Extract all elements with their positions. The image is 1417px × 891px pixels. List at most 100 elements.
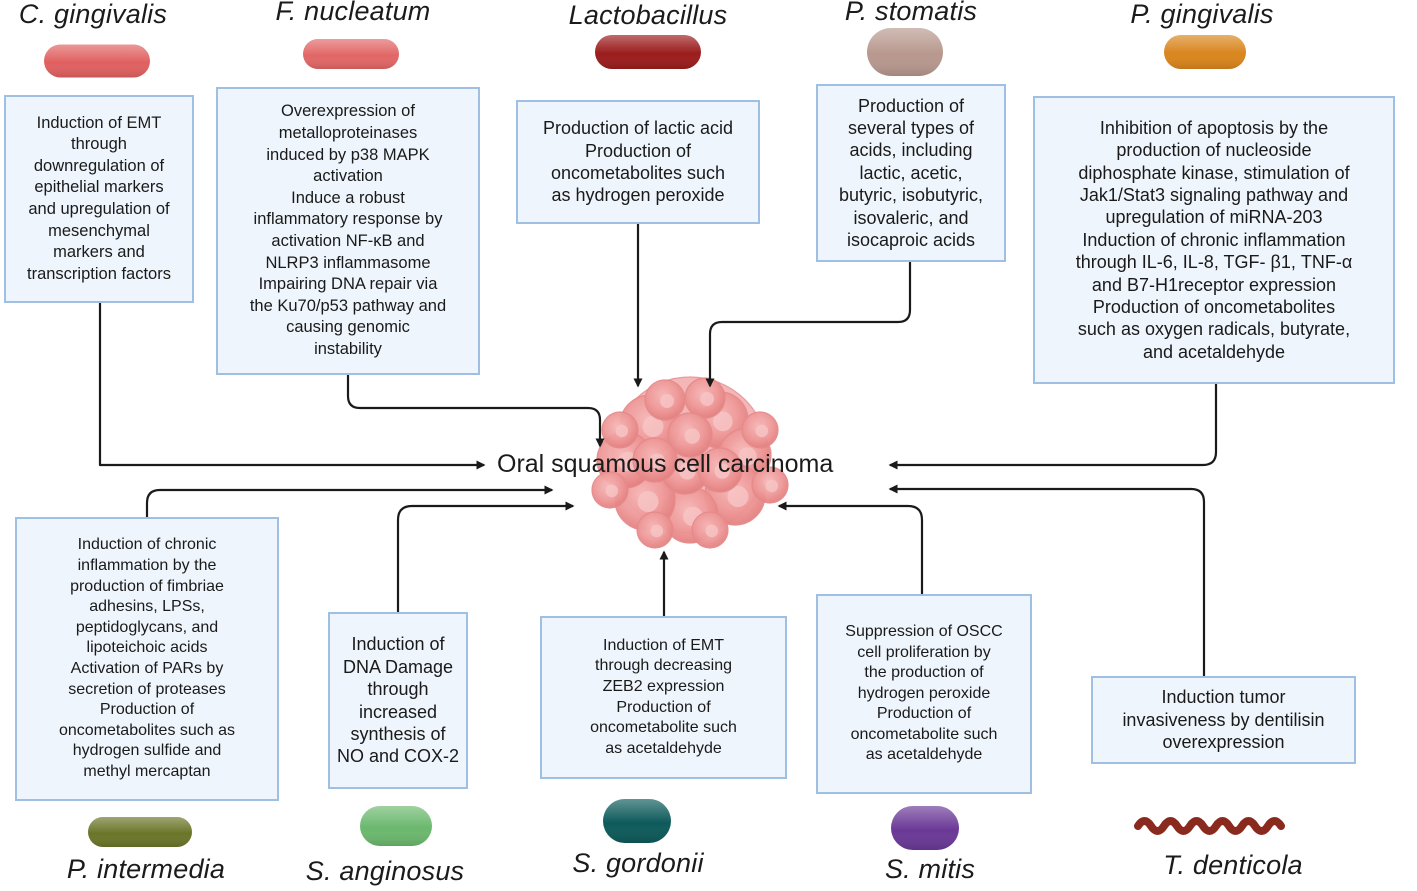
mechanism-box-p-intermedia: Induction of chronic inflammation by the p… xyxy=(15,517,279,801)
spirochete-bacterium-icon xyxy=(1134,817,1285,835)
mechanism-text-line: cell proliferation by xyxy=(857,643,991,661)
mechanism-text-line: Jak1/Stat3 signaling pathway and xyxy=(1079,184,1349,205)
mechanism-text-line: lipoteichoic acids xyxy=(86,639,208,657)
mechanism-text-line: NLRP3 inflammasome xyxy=(265,253,431,272)
mechanism-text-line: isocaproic acids xyxy=(846,230,976,251)
mechanism-text-line: downregulation of xyxy=(33,156,165,175)
mechanism-text-line: and B7-H1receptor expression xyxy=(1091,274,1337,295)
mechanism-text-line: several types of xyxy=(847,117,975,138)
mechanism-text-line: Induction tumor xyxy=(1161,687,1286,708)
mechanism-text-line: Induction of xyxy=(351,634,445,655)
coccus-bacterium-icon xyxy=(867,28,943,76)
mechanism-text-line: oncometabolites such xyxy=(550,163,726,183)
mechanism-text-line: peptidoglycans, and xyxy=(75,618,219,636)
mechanism-text-line: production of nucleoside xyxy=(1116,140,1312,161)
oscc-label: Oral squamous cell carcinoma xyxy=(497,450,834,478)
mechanism-text-line: through xyxy=(367,679,429,700)
mechanism-text-line: inflammatory response by xyxy=(253,210,443,229)
mechanism-text-line: overexpression xyxy=(1162,732,1285,753)
mechanism-text-line: Production of xyxy=(99,701,195,719)
species-label-p-stomatis: P. stomatis xyxy=(844,0,978,26)
mechanism-text-line: diphosphate kinase, stimulation of xyxy=(1078,162,1350,183)
mechanism-text-line: production of fimbriae xyxy=(70,577,224,595)
mechanism-text-line: as acetaldehyde xyxy=(865,746,983,764)
rod-bacterium-icon xyxy=(1164,35,1246,69)
mechanism-text-line: through IL-6, IL-8, TGF- β1, TNF-α xyxy=(1075,252,1353,273)
arrow-c-gingivalis xyxy=(98,302,486,470)
coccus-bacterium-icon xyxy=(603,799,671,843)
species-label-s-anginosus: S. anginosus xyxy=(305,856,465,886)
mechanism-text-line: Induction of EMT xyxy=(603,636,724,654)
species-label-p-intermedia: P. intermedia xyxy=(66,854,226,884)
mechanism-text-line: epithelial markers xyxy=(34,178,164,197)
mechanism-text-line: butyric, isobutyric, xyxy=(838,185,984,206)
mechanism-text-line: such as oxygen radicals, butyrate, xyxy=(1077,319,1351,340)
mechanism-text-line: metalloproteinases xyxy=(278,124,418,143)
mechanism-text-line: upregulation of miRNA-203 xyxy=(1105,207,1323,228)
coccus-bacterium-icon xyxy=(360,806,432,846)
mechanism-text-line: Production of oncometabolites xyxy=(1092,297,1336,318)
mechanism-text-line: Production of xyxy=(876,705,972,723)
mechanism-text-line: induced by p38 MAPK xyxy=(266,145,430,164)
mechanism-text-line: and acetaldehyde xyxy=(1142,341,1286,362)
mechanism-text-line: activation NF-κB and xyxy=(271,232,425,250)
mechanism-text-line: oncometabolites such as xyxy=(58,721,236,739)
mechanism-text-line: Production of xyxy=(857,95,965,116)
species-label-c-gingivalis: C. gingivalis xyxy=(18,0,168,29)
mechanism-text-line: activation xyxy=(313,167,383,186)
mechanism-text-line: transcription factors xyxy=(27,264,171,283)
mechanism-text-line: through decreasing xyxy=(595,657,732,675)
mechanism-text-line: Activation of PARs by xyxy=(70,660,224,677)
species-label-s-gordonii: S. gordonii xyxy=(572,848,704,878)
mechanism-text-line: markers and xyxy=(53,243,145,262)
mechanism-text-line: synthesis of xyxy=(350,723,446,744)
mechanism-text-line: Induction of chronic inflammation xyxy=(1082,229,1346,250)
mechanism-text-line: Suppression of OSCC xyxy=(845,622,1003,640)
rod-bacterium-icon xyxy=(595,35,701,69)
mechanism-text-line: the Ku70/p53 pathway and xyxy=(249,296,447,315)
mechanism-text-line: methyl mercaptan xyxy=(83,762,211,780)
mechanism-text-line: Production of lactic acid xyxy=(542,118,734,139)
species-label-p-gingivalis: P. gingivalis xyxy=(1130,0,1274,29)
species-label-f-nucleatum: F. nucleatum xyxy=(275,0,431,26)
mechanism-text-line: ZEB2 expression xyxy=(602,677,725,695)
rod-bacterium-icon xyxy=(303,39,399,69)
mechanism-text-line: isovaleric, and xyxy=(853,207,969,228)
mechanism-text-line: acids, including xyxy=(849,140,973,161)
mechanism-text-line: through xyxy=(71,135,127,154)
mechanism-text-line: invasiveness by dentilisin xyxy=(1122,709,1325,730)
mechanism-text-line: causing genomic xyxy=(286,318,410,337)
mechanism-text-line: lactic, acetic, xyxy=(859,162,963,183)
mechanism-text-line: as acetaldehyde xyxy=(605,739,722,757)
mechanism-box-c-gingivalis: Induction of EMT through downregulation of… xyxy=(4,95,194,303)
mechanism-text-line: increased xyxy=(358,701,438,722)
arrow-f-nucleatum xyxy=(346,375,605,448)
arrow-t-denticola xyxy=(888,484,1206,676)
mechanism-box-s-mitis: Suppression of OSCC cell proliferation by… xyxy=(816,594,1032,794)
mechanism-text-line: Production of xyxy=(616,698,711,716)
rod-bacterium-icon xyxy=(88,817,192,847)
mechanism-text-line: adhesins, LPSs, xyxy=(89,598,205,616)
mechanism-text-line: Production of xyxy=(584,140,692,161)
mechanism-text-line: and upregulation of xyxy=(28,200,170,218)
mechanism-text-line: oncometabolite such xyxy=(590,719,737,737)
mechanism-text-line: hydrogen sulfide and xyxy=(72,742,222,760)
rod-bacterium-icon xyxy=(44,44,150,78)
species-label-t-denticola: T. denticola xyxy=(1163,850,1303,880)
tumor-cell-cluster-icon xyxy=(591,376,789,549)
mechanism-text-line: the production of xyxy=(864,664,984,682)
mechanism-text-line: inflammation by the xyxy=(77,557,217,575)
coccus-bacterium-icon xyxy=(891,806,959,850)
mechanism-text-line: oncometabolite such xyxy=(850,725,998,743)
mechanism-text-line: Induction of chronic xyxy=(77,536,217,554)
mechanism-text-line: Induction of EMT xyxy=(36,113,162,132)
arrow-p-intermedia xyxy=(145,485,554,517)
arrow-p-stomatis xyxy=(705,262,912,388)
species-label-lactobacillus: Lactobacillus xyxy=(568,0,728,30)
